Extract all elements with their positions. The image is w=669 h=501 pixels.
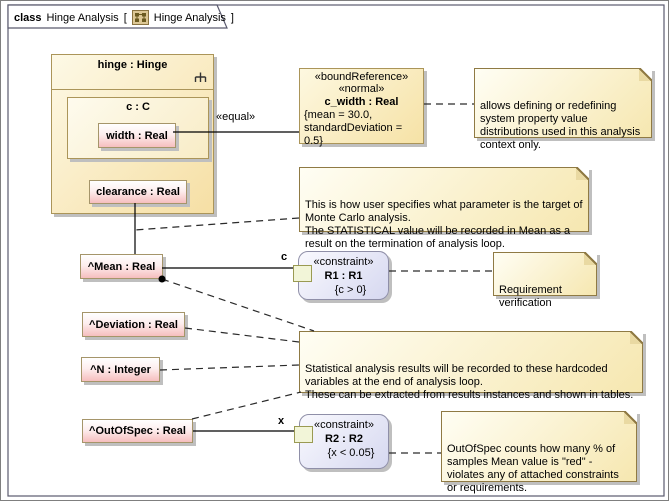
note-fold-corner bbox=[630, 331, 643, 344]
constraint-r1[interactable]: «constraint» R1 : R1 {c > 0} bbox=[293, 251, 389, 300]
equal-stereotype-label: «equal» bbox=[216, 111, 256, 123]
bound-reference-stereotype: «boundReference» bbox=[314, 71, 409, 83]
c-width-name: c_width : Real bbox=[324, 96, 399, 108]
outofspec-note[interactable]: OutOfSpec counts how many % of samples M… bbox=[441, 411, 637, 494]
r2-parameter-x-port[interactable] bbox=[294, 426, 313, 443]
deviation-value-property[interactable]: ^Deviation : Real bbox=[82, 312, 185, 337]
width-value-property[interactable]: width : Real bbox=[98, 123, 176, 148]
outofspec-statnote-anchor[interactable] bbox=[191, 391, 302, 420]
requirement-verification-note[interactable]: Requirement verification bbox=[493, 252, 597, 309]
diagram-tab: class Hinge Analysis [ Hinge Analysis ] bbox=[14, 10, 234, 25]
bracket-close: ] bbox=[230, 11, 234, 24]
r1-name: R1 : R1 bbox=[324, 270, 363, 282]
n-value-property[interactable]: ^N : Integer bbox=[81, 357, 160, 382]
r1-expression: {c > 0} bbox=[334, 284, 367, 296]
hinge-part-block[interactable]: hinge : Hinge c : C width : Real clearan… bbox=[51, 54, 214, 214]
deviation-statnote-anchor[interactable] bbox=[184, 327, 300, 343]
part-c-box[interactable]: c : C width : Real bbox=[67, 97, 209, 159]
diagram-name: Hinge Analysis bbox=[46, 11, 119, 24]
clearance-label: clearance : Real bbox=[96, 186, 180, 198]
n-label: ^N : Integer bbox=[90, 363, 151, 376]
diagram-context-name: Hinge Analysis bbox=[153, 11, 226, 24]
bound-reference-note[interactable]: allows defining or redefining system pro… bbox=[474, 68, 652, 151]
r1-stereotype: «constraint» bbox=[313, 256, 374, 268]
statistical-note-text: Statistical analysis results will be rec… bbox=[305, 363, 634, 401]
diagram-kind-keyword: class bbox=[14, 11, 42, 24]
c-width-stddev-expr: standardDeviation = 0.5} bbox=[304, 122, 403, 147]
part-c-title: c : C bbox=[126, 101, 150, 113]
outofspec-note-text: OutOfSpec counts how many % of samples M… bbox=[447, 443, 619, 494]
r2-stereotype: «constraint» bbox=[314, 419, 374, 431]
hinge-block-title: hinge : Hinge bbox=[97, 59, 168, 71]
r1-parameter-c-port[interactable] bbox=[293, 265, 312, 282]
note-fold-corner bbox=[584, 252, 597, 265]
monte-carlo-note-text: This is how user specifies what paramete… bbox=[305, 199, 583, 250]
outofspec-value-property[interactable]: ^OutOfSpec : Real bbox=[82, 419, 193, 443]
note-fold-corner bbox=[576, 167, 589, 180]
statistical-results-note[interactable]: Statistical analysis results will be rec… bbox=[299, 331, 643, 401]
bracket-open: [ bbox=[123, 11, 127, 24]
c-width-mean-expr: {mean = 30.0, bbox=[304, 109, 373, 121]
note-fold-corner bbox=[624, 411, 637, 424]
r2-name: R2 : R2 bbox=[325, 433, 363, 445]
deviation-label: ^Deviation : Real bbox=[89, 318, 178, 331]
n-statnote-anchor[interactable] bbox=[159, 364, 300, 371]
mean-label: ^Mean : Real bbox=[87, 260, 156, 273]
width-label: width : Real bbox=[106, 129, 168, 142]
diagram-icon bbox=[131, 10, 149, 25]
requirement-note-text: Requirement verification bbox=[499, 284, 562, 309]
constraint-r2[interactable]: «constraint» R2 : R2 {x < 0.05} bbox=[294, 414, 389, 469]
parameter-x-label: x bbox=[278, 415, 285, 427]
montecarlo-note-anchor[interactable] bbox=[134, 217, 300, 231]
mean-value-property[interactable]: ^Mean : Real bbox=[80, 254, 163, 279]
structure-compartment-icon bbox=[194, 72, 207, 82]
monte-carlo-note[interactable]: This is how user specifies what paramete… bbox=[299, 167, 589, 250]
note-fold-corner bbox=[639, 68, 652, 81]
clearance-value-property[interactable]: clearance : Real bbox=[89, 180, 187, 204]
hinge-block-header: hinge : Hinge bbox=[52, 55, 213, 90]
r2-expression: {x < 0.05} bbox=[327, 447, 375, 459]
bound-reference-note-text: allows defining or redefining system pro… bbox=[480, 100, 641, 151]
c-width-bound-reference[interactable]: «boundReference» «normal» c_width : Real… bbox=[299, 68, 424, 147]
normal-stereotype: «normal» bbox=[338, 83, 385, 95]
parameter-c-label: c bbox=[281, 251, 288, 263]
outofspec-label: ^OutOfSpec : Real bbox=[89, 425, 186, 437]
